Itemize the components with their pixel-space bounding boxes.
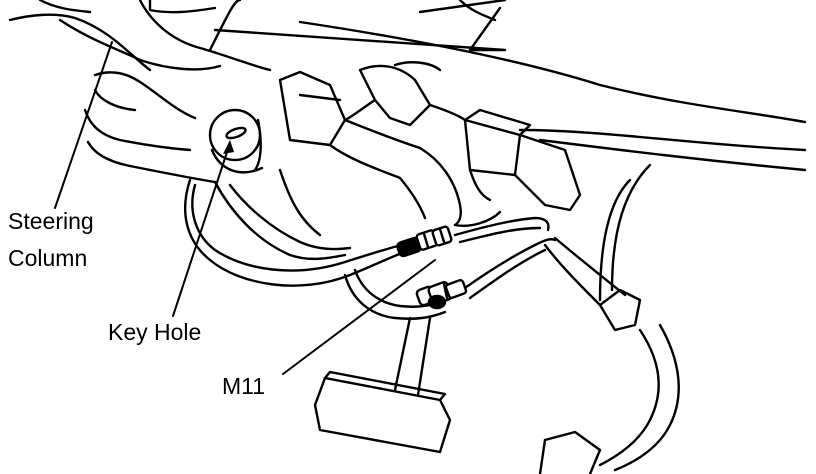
pedal-arm-right — [540, 165, 679, 474]
arrow-key-hole-icon — [223, 140, 234, 154]
wiring-harness — [185, 170, 555, 319]
leader-lines — [55, 42, 435, 374]
arrowheads — [223, 140, 234, 154]
label-steering: Steering — [8, 208, 94, 234]
brake-pedal — [315, 318, 450, 452]
switch-assembly — [280, 62, 580, 226]
steering-column — [10, 0, 270, 182]
leader-m11 — [283, 260, 435, 374]
label-m11: M11 — [222, 373, 266, 399]
connector-m11-lower — [416, 279, 467, 308]
leader-key-hole — [173, 143, 230, 316]
leader-steering-column — [55, 42, 112, 208]
ignition-key-cylinder — [210, 110, 262, 172]
label-key-hole: Key Hole — [108, 319, 202, 345]
label-column: Column — [8, 245, 88, 271]
connector-m11-upper — [396, 226, 452, 257]
dashboard-panel — [150, 0, 805, 170]
